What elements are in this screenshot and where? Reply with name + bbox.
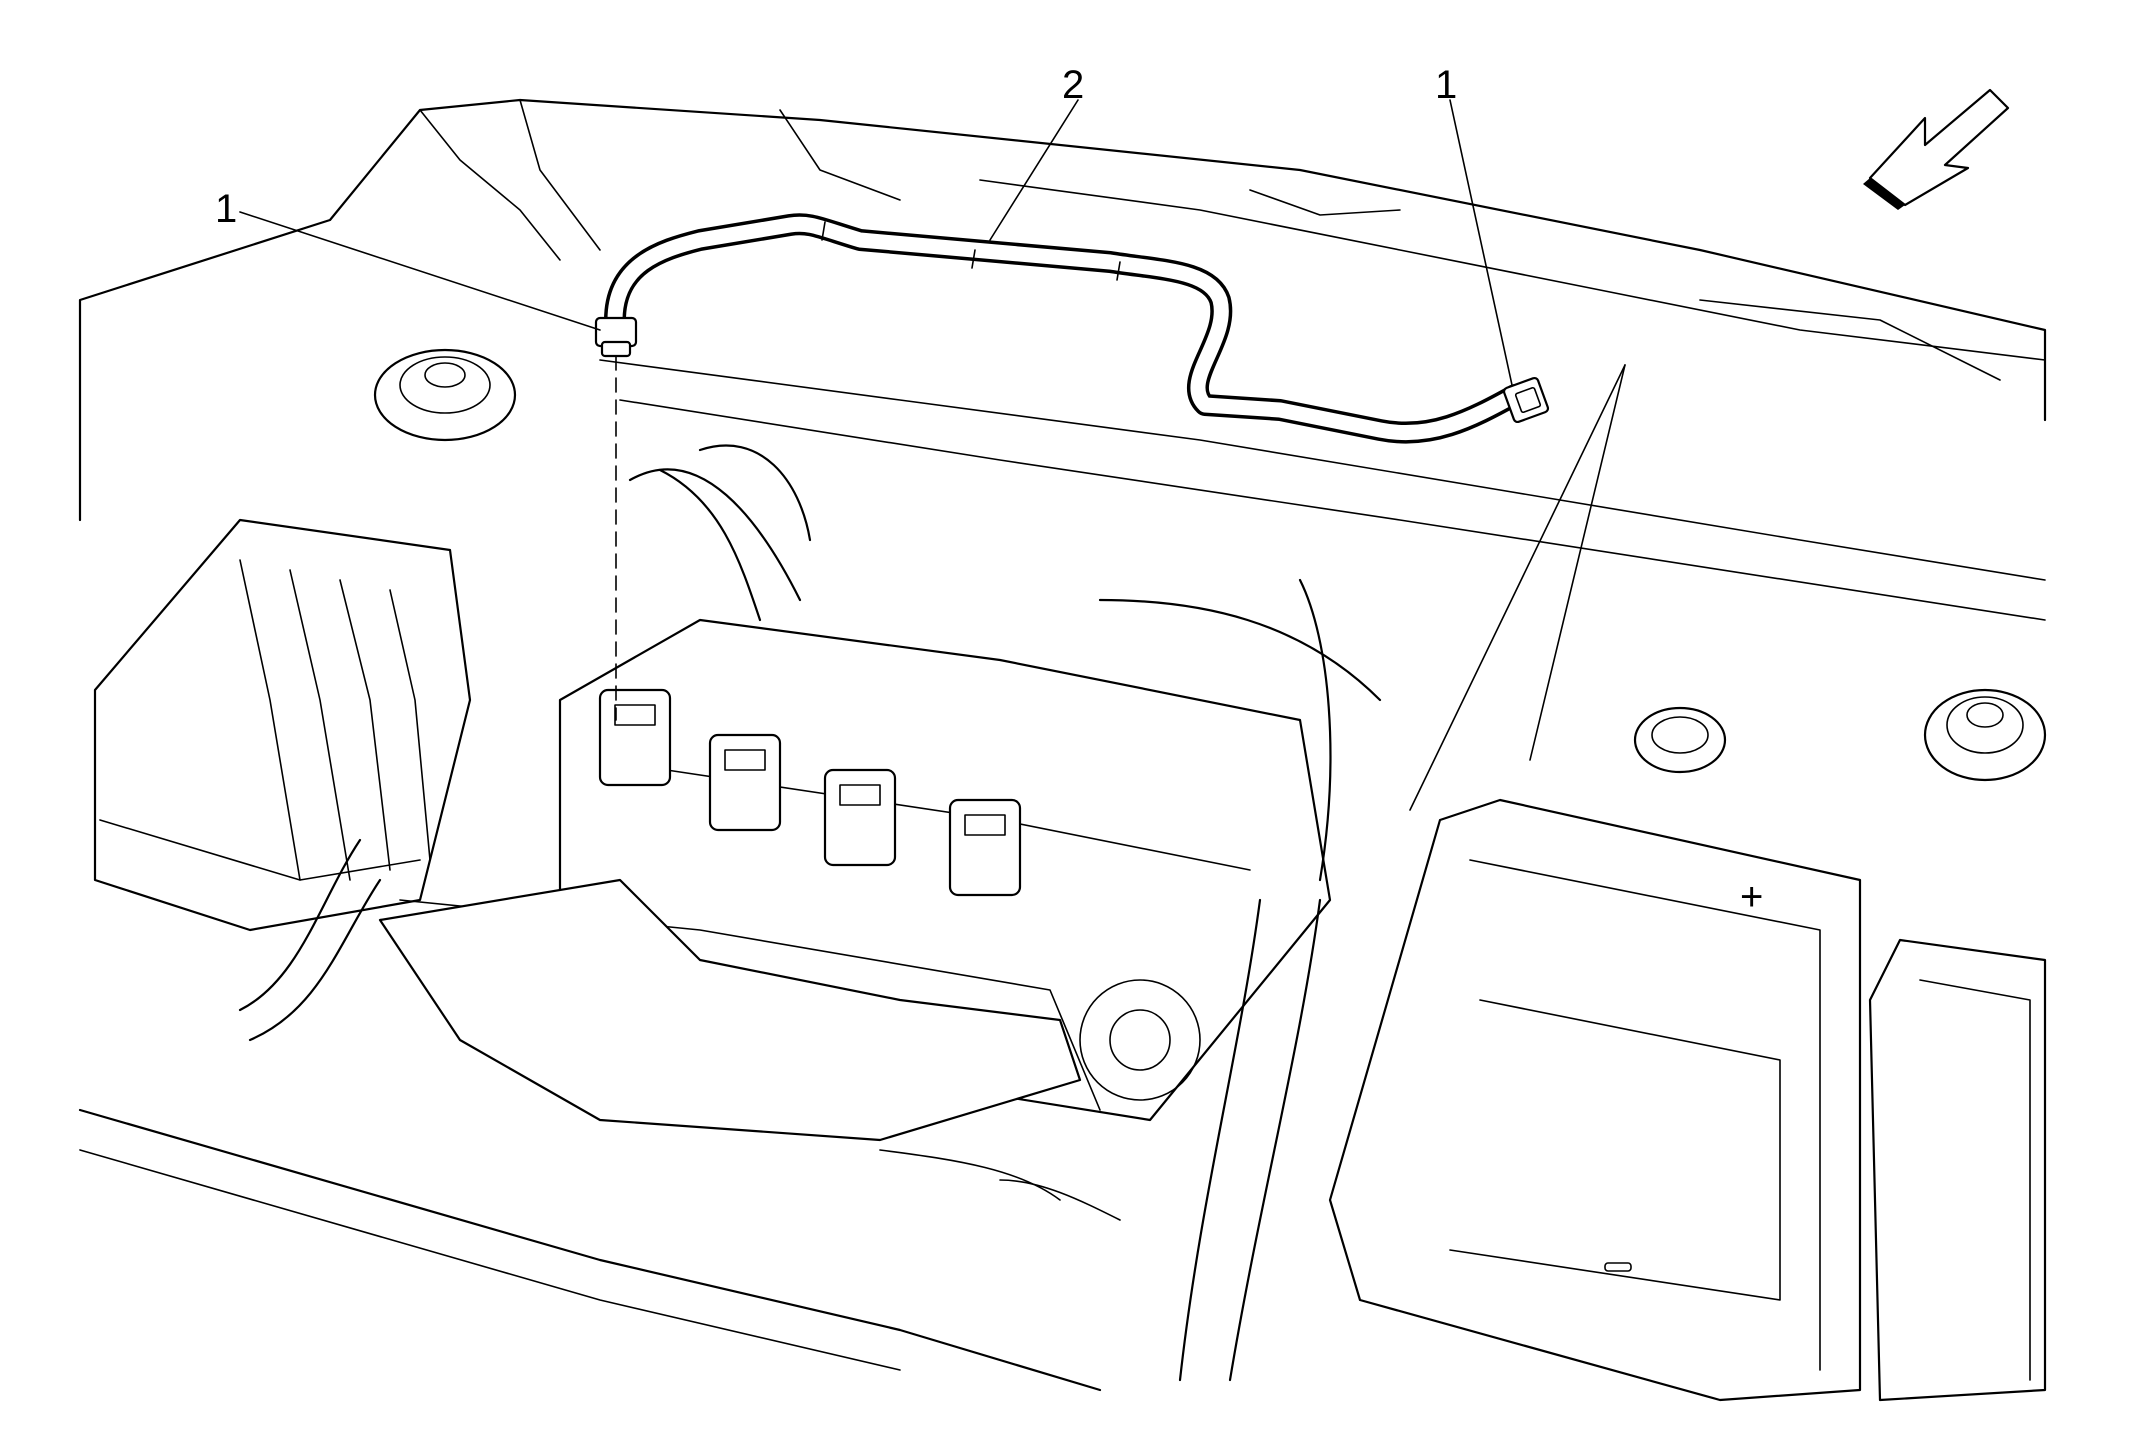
brake-fluid-cap [1633,706,1727,774]
misc-hoses [238,444,1382,1382]
air-cleaner-housing [93,518,472,932]
fuse-box [1868,938,2047,1402]
callout-hose: 2 [1062,63,1084,107]
right-hose-clip [1502,376,1550,424]
intake-manifold [378,878,1201,1142]
callout-left-clip: 1 [215,187,237,231]
heater-hose [604,213,1526,444]
left-reservoir-cap [373,348,517,442]
battery-positive-text: + [1740,875,1763,919]
cowl-panel [78,98,2047,621]
leader-lines [239,99,1626,811]
front-arrow-icon [1863,88,2010,210]
radiator-support [78,1108,1102,1392]
left-hose-clip [594,316,638,721]
battery: + [1328,798,1862,1402]
callout-right-clip: 1 [1435,63,1457,107]
ignition-coils [598,688,1022,897]
right-reservoir-cap [1923,688,2047,782]
